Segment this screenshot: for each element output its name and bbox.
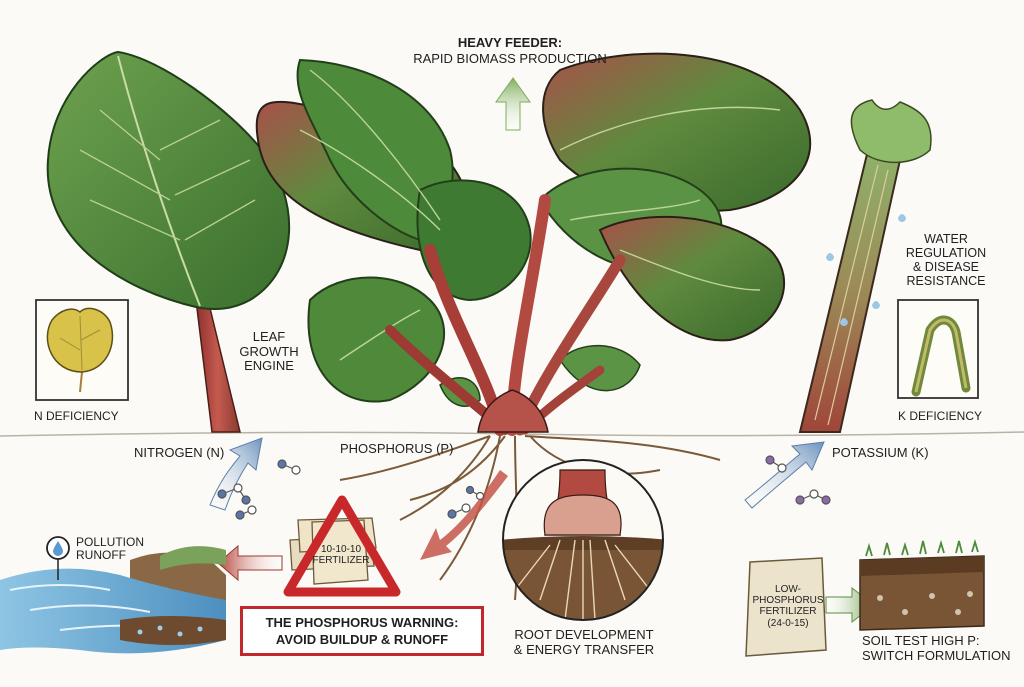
soil-test-line: SOIL TEST HIGH P: xyxy=(862,633,980,648)
phosphorus-warning-title: THE PHOSPHORUS WARNING: xyxy=(265,615,459,630)
root-inset xyxy=(502,459,664,621)
phosphorus-arrow xyxy=(420,470,508,560)
arrow-up-icon xyxy=(495,77,531,131)
water-regulation-line: REGULATION xyxy=(905,246,987,260)
molecule-icon xyxy=(217,459,301,520)
fertilizer-label: 10-10-10 FERTILIZER xyxy=(310,544,372,566)
runoff-arrow xyxy=(217,544,283,582)
phosphorus-label: PHOSPHORUS (P) xyxy=(340,441,454,456)
warning-triangle-icon xyxy=(283,495,401,597)
root-development-label: ROOT DEVELOPMENT & ENERGY TRANSFER xyxy=(496,627,672,657)
runoff-scene xyxy=(0,546,226,654)
low-p-fertilizer-label: LOW- PHOSPHORUS FERTILIZER (24-0-15) xyxy=(752,584,824,629)
leaf-growth-line: ENGINE xyxy=(244,358,294,374)
rhubarb-plant xyxy=(255,52,812,601)
pollution-runoff-label: POLLUTION RUNOFF xyxy=(76,535,145,563)
leaf-growth-line: GROWTH xyxy=(239,343,299,359)
heavy-feeder-subtitle: RAPID BIOMASS PRODUCTION xyxy=(413,51,607,66)
soil-test-block xyxy=(859,538,985,631)
droplet-icon xyxy=(46,536,70,580)
n-deficiency-inset xyxy=(35,299,129,401)
molecule-icon xyxy=(765,455,831,505)
potassium-arrow xyxy=(744,441,825,509)
water-drop-icon xyxy=(826,253,834,261)
leaf-growth-label: LEAF GROWTH ENGINE xyxy=(224,329,314,374)
root-development-line: ROOT DEVELOPMENT xyxy=(514,627,654,642)
water-regulation-line: & DISEASE xyxy=(913,260,979,274)
low-p-line: FERTILIZER xyxy=(759,606,817,618)
low-p-line: (24-0-15) xyxy=(767,617,809,629)
pollution-runoff-line: POLLUTION xyxy=(76,535,145,549)
fertilizer-line: FERTILIZER xyxy=(312,555,370,567)
k-deficiency-label: K DEFICIENCY xyxy=(898,409,983,423)
water-regulation-line: WATER xyxy=(924,232,968,246)
root-development-line: & ENERGY TRANSFER xyxy=(513,641,655,657)
water-drop-icon xyxy=(898,214,906,222)
pollution-runoff-line: RUNOFF xyxy=(76,548,126,563)
k-deficiency-inset xyxy=(897,299,979,399)
soil-test-line: SWITCH FORMULATION xyxy=(862,647,1011,663)
low-p-line: PHOSPHORUS xyxy=(752,595,824,607)
water-regulation-line: RESISTANCE xyxy=(906,274,986,288)
fertilizer-line: 10-10-10 xyxy=(320,544,362,555)
n-deficiency-label: N DEFICIENCY xyxy=(34,409,119,423)
nitrogen-label: NITROGEN (N) xyxy=(134,445,225,460)
low-p-fertilizer-bag xyxy=(745,557,827,657)
potassium-label: POTASSIUM (K) xyxy=(832,445,929,460)
nitrogen-leaf xyxy=(46,50,290,433)
heavy-feeder-title: HEAVY FEEDER: xyxy=(457,35,563,50)
water-regulation-label: WATER REGULATION & DISEASE RESISTANCE xyxy=(896,232,996,288)
phosphorus-warning-box: THE PHOSPHORUS WARNING: AVOID BUILDUP & … xyxy=(240,606,484,656)
water-drop-icon xyxy=(872,301,880,309)
potassium-stalk xyxy=(798,99,932,433)
water-drop-icon xyxy=(840,318,848,326)
phosphorus-warning-subtitle: AVOID BUILDUP & RUNOFF xyxy=(275,632,449,647)
soil-test-label: SOIL TEST HIGH P: SWITCH FORMULATION xyxy=(862,633,1011,663)
molecule-icon xyxy=(447,485,485,519)
low-p-line: LOW- xyxy=(775,584,801,595)
leaf-growth-line: LEAF xyxy=(252,329,286,344)
